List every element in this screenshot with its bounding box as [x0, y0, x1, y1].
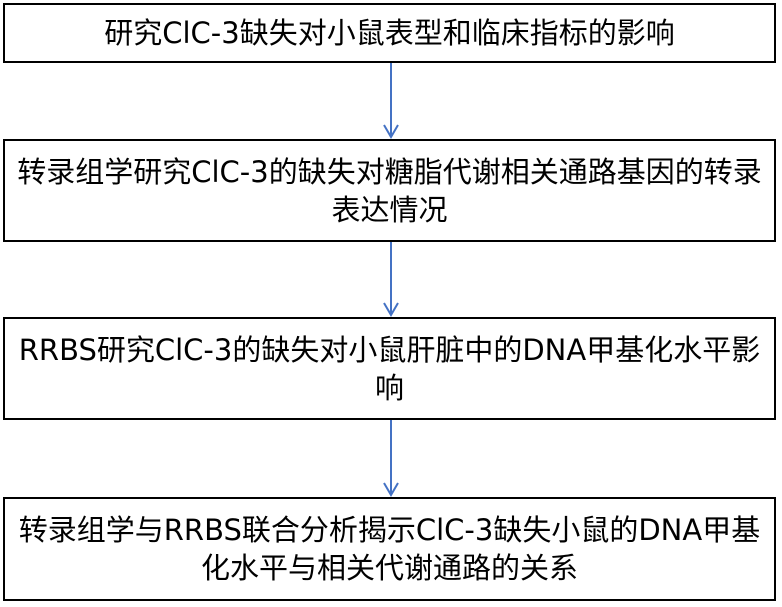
- step-4-label: 转录组学与RRBS联合分析揭示ClC-3缺失小鼠的DNA甲基化水平与相关代谢通路…: [18, 513, 761, 585]
- step-2-label: 转录组学研究ClC-3的缺失对糖脂代谢相关通路基因的转录表达情况: [17, 154, 762, 227]
- arrow-down-icon: [383, 420, 399, 497]
- step-2-box: 转录组学研究ClC-3的缺失对糖脂代谢相关通路基因的转录表达情况: [3, 139, 776, 242]
- arrow-down-icon: [383, 242, 399, 317]
- step-1-box: 研究ClC-3缺失对小鼠表型和临床指标的影响: [3, 3, 776, 63]
- step-1-label: 研究ClC-3缺失对小鼠表型和临床指标的影响: [104, 16, 675, 50]
- step-3-box: RRBS研究ClC-3的缺失对小鼠肝脏中的DNA甲基化水平影响: [3, 317, 776, 420]
- arrow-down-icon: [383, 63, 399, 139]
- step-3-label: RRBS研究ClC-3的缺失对小鼠肝脏中的DNA甲基化水平影响: [18, 332, 761, 405]
- step-4-box: 转录组学与RRBS联合分析揭示ClC-3缺失小鼠的DNA甲基化水平与相关代谢通路…: [3, 497, 776, 601]
